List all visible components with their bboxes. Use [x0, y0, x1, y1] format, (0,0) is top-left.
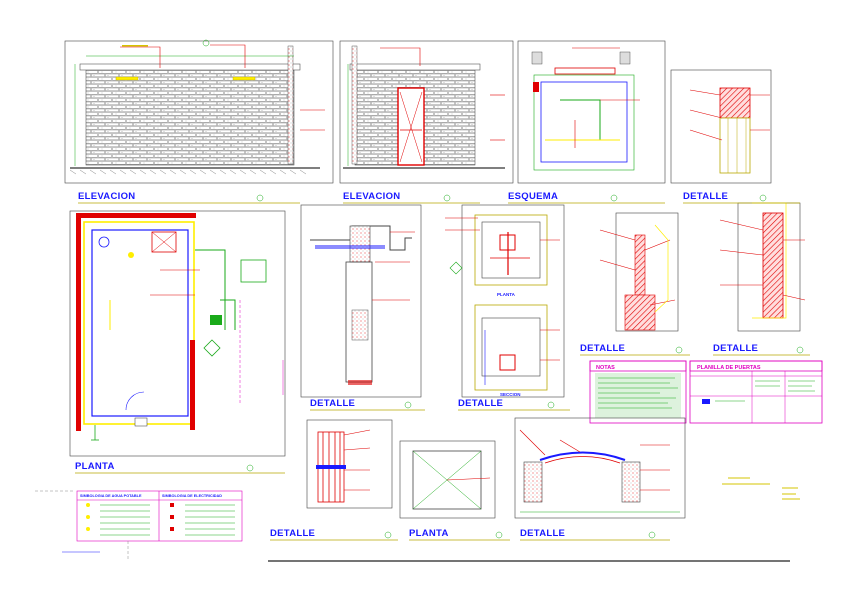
label-seccion: SECCION: [500, 392, 521, 397]
title-block-detalle-right1: DETALLE: [580, 343, 690, 356]
title-planta-bot: PLANTA: [409, 528, 449, 539]
title-elevacion-1: ELEVACION: [78, 191, 135, 202]
legend-table: [35, 490, 243, 560]
detail-door-frame: [670, 69, 772, 184]
notes-panel: [589, 360, 687, 424]
title-block-elev1: ELEVACION: [78, 191, 300, 204]
title-esquema: ESQUEMA: [508, 191, 558, 202]
title-block-elev2: ELEVACION: [343, 191, 480, 204]
title-block-detalle-bot2: DETALLE: [520, 528, 670, 541]
elevation-front: [339, 40, 514, 184]
title-block-planta: PLANTA: [75, 461, 285, 474]
title-block-detalle-right2: DETALLE: [713, 343, 810, 356]
title-block-esquema: ESQUEMA: [508, 191, 665, 204]
legend-elec-title: SIMBOLOGIA DE ELECTRICIDAD: [162, 494, 222, 498]
title-detalle-bot1: DETALLE: [270, 528, 315, 539]
label-notas: NOTAS: [596, 365, 615, 371]
detail-door-hardware: [599, 212, 679, 332]
lid-plan: [399, 440, 496, 519]
title-detalle-bot2: DETALLE: [520, 528, 565, 539]
title-planta-main: PLANTA: [75, 461, 115, 472]
schema-diagram: [517, 40, 666, 184]
title-elevacion-2: ELEVACION: [343, 191, 400, 202]
detail-ventilation: [300, 204, 422, 398]
title-detalle-top: DETALLE: [683, 191, 728, 202]
elevation-lateral: [64, 39, 334, 184]
label-planilla: PLANILLA DE PUERTAS: [697, 365, 761, 371]
title-detalle-mid2: DETALLE: [458, 398, 503, 409]
title-block-detalle-bot1: DETALLE: [270, 528, 398, 541]
detail-column: [306, 419, 393, 509]
door-schedule-panel: [689, 360, 823, 424]
detail-gutter: [514, 417, 686, 519]
detail-plan-section: [445, 204, 565, 398]
sheet-stamp: [722, 477, 800, 500]
label-planta-small: PLANTA: [497, 292, 516, 297]
detail-door-frame-2: [719, 202, 806, 332]
title-detalle-mid1: DETALLE: [310, 398, 355, 409]
title-block-detalle-mid2: DETALLE: [458, 398, 570, 411]
title-detalle-right2: DETALLE: [713, 343, 758, 354]
title-detalle-right1: DETALLE: [580, 343, 625, 354]
title-block-planta-bot: PLANTA: [409, 528, 510, 541]
title-block-detalle-top: DETALLE: [683, 191, 800, 204]
main-floor-plan: [69, 210, 286, 457]
legend-water-title: SIMBOLOGIA DE AGUA POTABLE: [80, 494, 142, 498]
title-block-detalle-mid1: DETALLE: [310, 398, 425, 411]
